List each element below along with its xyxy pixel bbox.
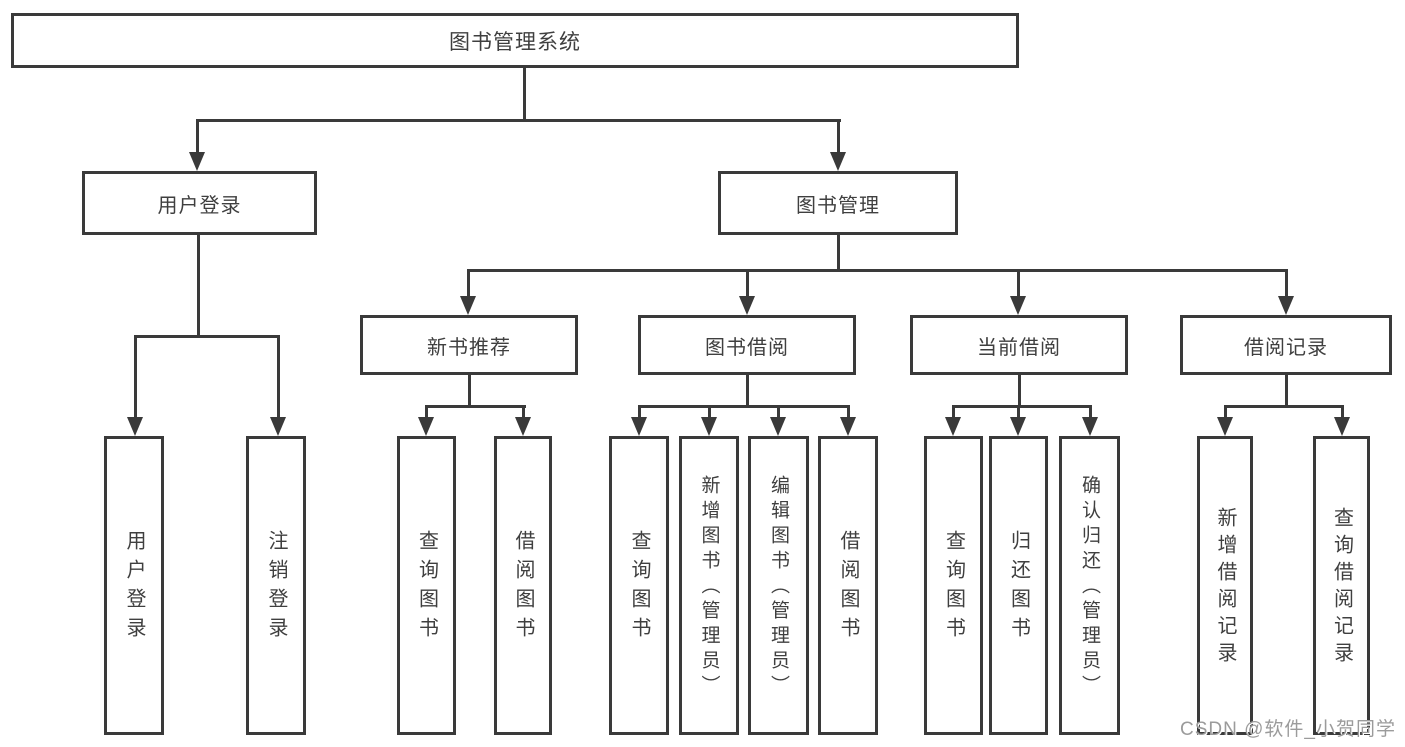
connector-line (846, 407, 850, 418)
connector-line (1016, 407, 1020, 418)
node-label: 新增图书（管理员） (698, 475, 720, 700)
arrowhead-down-icon (830, 152, 846, 171)
arrowhead-down-icon (1082, 417, 1098, 436)
node-user-login: 用户登录 (82, 171, 317, 235)
connector-line (1284, 271, 1288, 297)
watermark: CSDN @软件_小贺同学 (1180, 719, 1396, 740)
connector-line (195, 121, 199, 153)
connector-line (276, 337, 280, 417)
connector-line (707, 407, 711, 418)
connector-line (836, 235, 840, 272)
node-label: 图书借阅 (705, 336, 789, 359)
connector-line (776, 407, 780, 418)
node-label: 归还图书 (1007, 529, 1030, 646)
arrowhead-down-icon (739, 296, 755, 315)
connector-line (466, 271, 470, 297)
node-label: 新增借阅记录 (1214, 506, 1236, 669)
leaf-confirm-return-admin: 确认归还（管理员） (1059, 436, 1120, 735)
arrowhead-down-icon (1278, 296, 1294, 315)
connector-line (424, 407, 428, 418)
connector-line (466, 269, 1288, 272)
leaf-borrow-books-borrowing: 借阅图书 (818, 436, 878, 735)
connector-line (1088, 407, 1092, 418)
arrowhead-down-icon (270, 417, 286, 436)
node-label: 查询借阅记录 (1330, 506, 1353, 669)
node-borrowing-records: 借阅记录 (1180, 315, 1392, 375)
leaf-borrow-books-recommend: 借阅图书 (494, 436, 552, 735)
connector-line (1284, 375, 1288, 408)
arrowhead-down-icon (631, 417, 647, 436)
arrowhead-down-icon (127, 417, 143, 436)
connector-line (637, 407, 641, 418)
connector-line (951, 405, 1092, 408)
connector-line (1017, 375, 1021, 408)
connector-line (1223, 405, 1344, 408)
connector-line (745, 271, 749, 297)
node-label: 当前借阅 (977, 336, 1061, 359)
arrowhead-down-icon (1334, 417, 1350, 436)
connector-line (951, 407, 955, 418)
connector-line (836, 121, 840, 153)
connector-line (522, 66, 526, 122)
connector-line (133, 337, 137, 417)
arrowhead-down-icon (701, 417, 717, 436)
node-label: 借阅图书 (837, 529, 859, 646)
arrowhead-down-icon (945, 417, 961, 436)
connector-line (1223, 407, 1227, 418)
node-label: 图书管理系统 (449, 30, 581, 54)
node-label: 图书管理 (796, 194, 880, 217)
leaf-query-books-borrowing: 查询图书 (609, 436, 669, 735)
leaf-return-books: 归还图书 (989, 436, 1048, 735)
node-label: 编辑图书（管理员） (768, 475, 789, 700)
connector-line (745, 375, 749, 408)
arrowhead-down-icon (770, 417, 786, 436)
leaf-add-book-admin: 新增图书（管理员） (679, 436, 739, 735)
connector-line (195, 119, 841, 122)
arrowhead-down-icon (1010, 417, 1026, 436)
node-label: 查询图书 (942, 529, 965, 646)
node-label: 用户登录 (157, 194, 242, 217)
leaf-query-books-current: 查询图书 (924, 436, 983, 735)
leaf-add-borrow-record: 新增借阅记录 (1197, 436, 1253, 735)
connector-line (467, 375, 471, 408)
leaf-logout: 注销登录 (246, 436, 306, 735)
connector-line (424, 405, 526, 408)
node-new-book-recommendation: 新书推荐 (360, 315, 578, 375)
leaf-edit-book-admin: 编辑图书（管理员） (748, 436, 809, 735)
arrowhead-down-icon (418, 417, 434, 436)
node-book-management: 图书管理 (718, 171, 958, 235)
arrowhead-down-icon (1217, 417, 1233, 436)
leaf-query-books-recommend: 查询图书 (397, 436, 456, 735)
node-label: 确认归还（管理员） (1079, 475, 1100, 700)
node-label: 查询图书 (415, 529, 438, 646)
connector-line (1340, 407, 1344, 418)
leaf-user-login: 用户登录 (104, 436, 164, 735)
node-label: 注销登录 (265, 529, 287, 646)
connector-line (521, 407, 525, 418)
arrowhead-down-icon (189, 152, 205, 171)
node-current-borrowing: 当前借阅 (910, 315, 1128, 375)
arrowhead-down-icon (515, 417, 531, 436)
node-book-borrowing: 图书借阅 (638, 315, 856, 375)
node-label: 借阅图书 (512, 529, 534, 646)
node-label: 新书推荐 (427, 336, 511, 359)
arrowhead-down-icon (460, 296, 476, 315)
connector-line (133, 335, 280, 338)
node-label: 查询图书 (628, 529, 650, 646)
connector-line (196, 235, 200, 338)
arrowhead-down-icon (840, 417, 856, 436)
connector-line (637, 405, 850, 408)
arrowhead-down-icon (1010, 296, 1026, 315)
node-label: 借阅记录 (1244, 336, 1328, 359)
leaf-query-borrow-record: 查询借阅记录 (1313, 436, 1370, 735)
node-library-management-system: 图书管理系统 (11, 13, 1019, 68)
node-label: 用户登录 (123, 529, 145, 646)
connector-line (1016, 271, 1020, 297)
